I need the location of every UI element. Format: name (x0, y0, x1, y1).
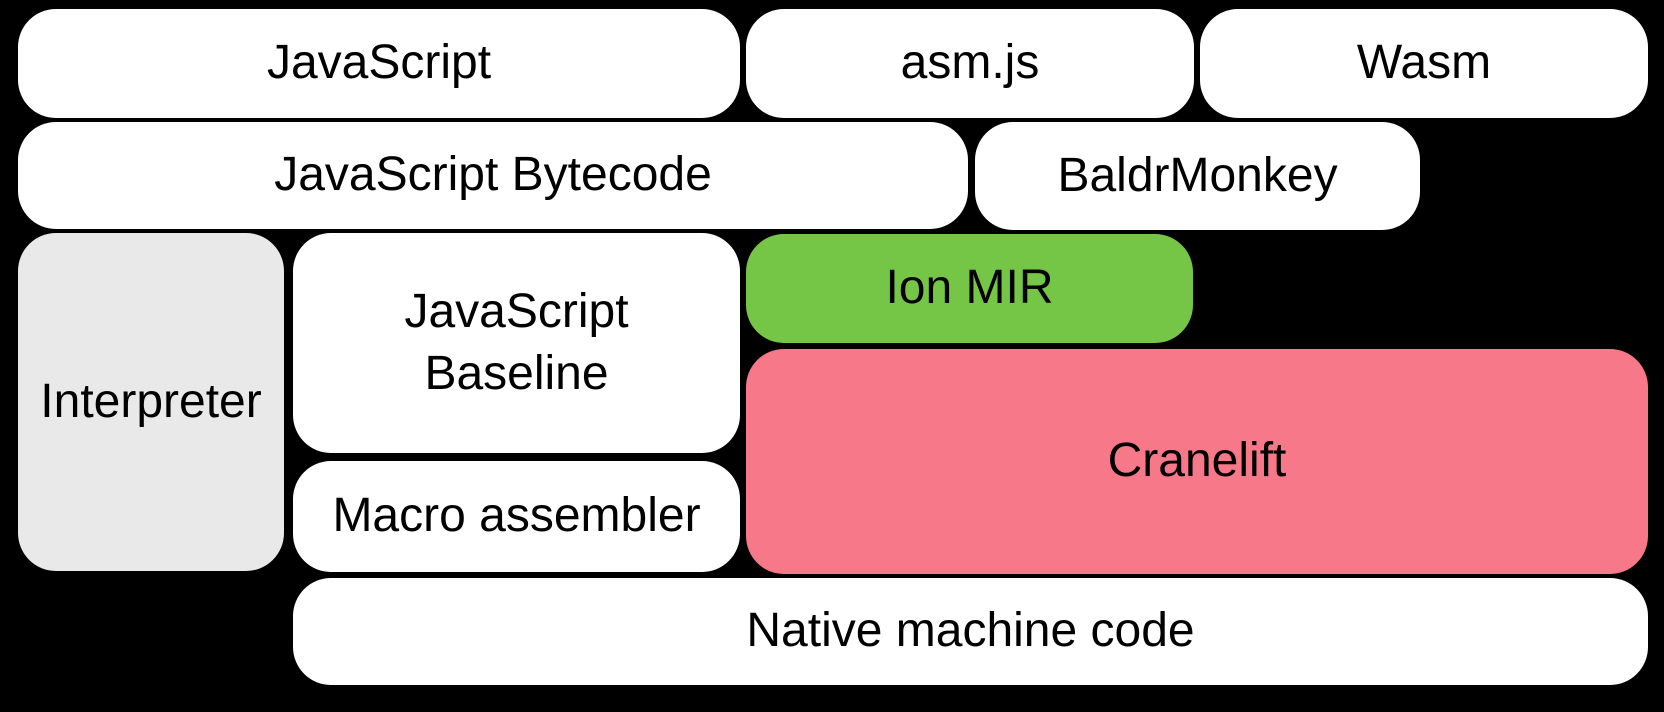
cranelift-box: Cranelift (746, 349, 1648, 574)
native-machine-code-box: Native machine code (293, 578, 1648, 685)
macro-assembler-box: Macro assembler (293, 461, 740, 572)
asmjs-box: asm.js (746, 9, 1194, 118)
wasm-box: Wasm (1200, 9, 1648, 118)
javascript-bytecode-box: JavaScript Bytecode (18, 122, 968, 229)
javascript-baseline-box: JavaScript Baseline (293, 233, 740, 453)
javascript-box: JavaScript (18, 9, 740, 118)
baldrmonkey-box: BaldrMonkey (975, 122, 1420, 230)
ion-mir-box: Ion MIR (746, 234, 1193, 343)
interpreter-box: Interpreter (18, 233, 284, 571)
